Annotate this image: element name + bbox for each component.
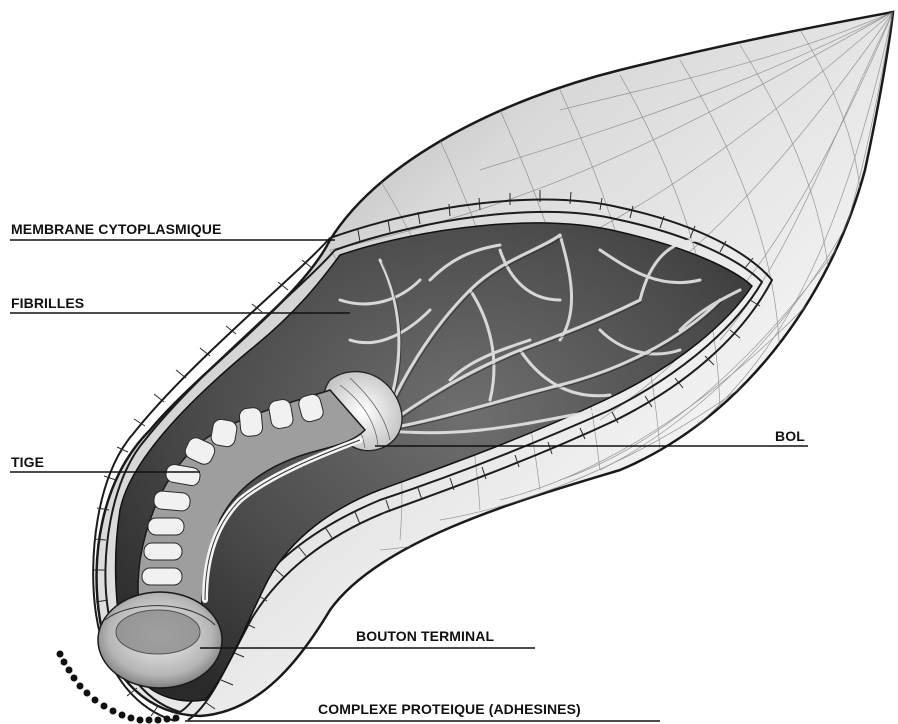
label-membrane-cytoplasmique: MEMBRANE CYTOPLASMIQUE bbox=[11, 221, 221, 237]
label-bol: BOL bbox=[775, 428, 805, 444]
bouton-terminal bbox=[98, 592, 222, 688]
label-tige: TIGE bbox=[11, 454, 44, 470]
label-complexe-proteique: COMPLEXE PROTEIQUE (ADHESINES) bbox=[318, 701, 581, 717]
label-bouton-terminal: BOUTON TERMINAL bbox=[356, 628, 494, 644]
label-fibrilles: FIBRILLES bbox=[11, 295, 84, 311]
